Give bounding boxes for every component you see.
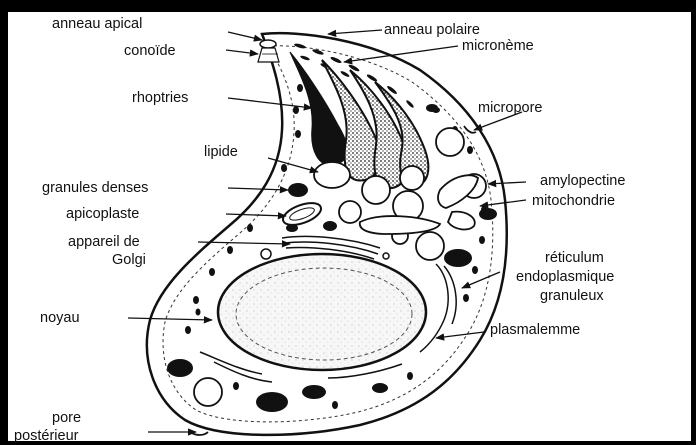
- label-granules-denses: granules denses: [42, 180, 148, 196]
- lipid-droplet: [314, 162, 350, 188]
- label-reticulum: réticulum: [545, 250, 604, 266]
- apical-ring: [260, 40, 276, 48]
- label-micropore: micropore: [478, 100, 542, 116]
- cell-body: [147, 33, 507, 435]
- conoid: [258, 48, 279, 62]
- label-microneme: micronème: [462, 38, 534, 54]
- nucleus: [218, 254, 426, 370]
- apical-complex: [258, 40, 279, 62]
- label-pore: pore: [52, 410, 81, 426]
- label-rhoptries: rhoptries: [132, 90, 188, 106]
- amylopectin-granule: [362, 176, 390, 204]
- label-golgi: Golgi: [112, 252, 146, 268]
- plasmalemma-outline: [147, 33, 507, 435]
- label-lipide: lipide: [204, 144, 238, 160]
- label-anneau-polaire: anneau polaire: [384, 22, 480, 38]
- label-appareil-de: appareil de: [68, 234, 140, 250]
- label-mitochondrie: mitochondrie: [532, 193, 615, 209]
- label-posterieur: postérieur: [14, 428, 79, 444]
- label-conoide: conoïde: [124, 43, 176, 59]
- label-plasmalemme: plasmalemme: [490, 322, 580, 338]
- label-amylopectine: amylopectine: [540, 173, 625, 189]
- label-endoplasmique: endoplasmique: [516, 269, 614, 285]
- dense-granule: [288, 183, 308, 197]
- label-granuleux: granuleux: [540, 288, 604, 304]
- label-apicoplaste: apicoplaste: [66, 206, 139, 222]
- label-anneau-apical: anneau apical: [52, 16, 142, 32]
- label-noyau: noyau: [40, 310, 80, 326]
